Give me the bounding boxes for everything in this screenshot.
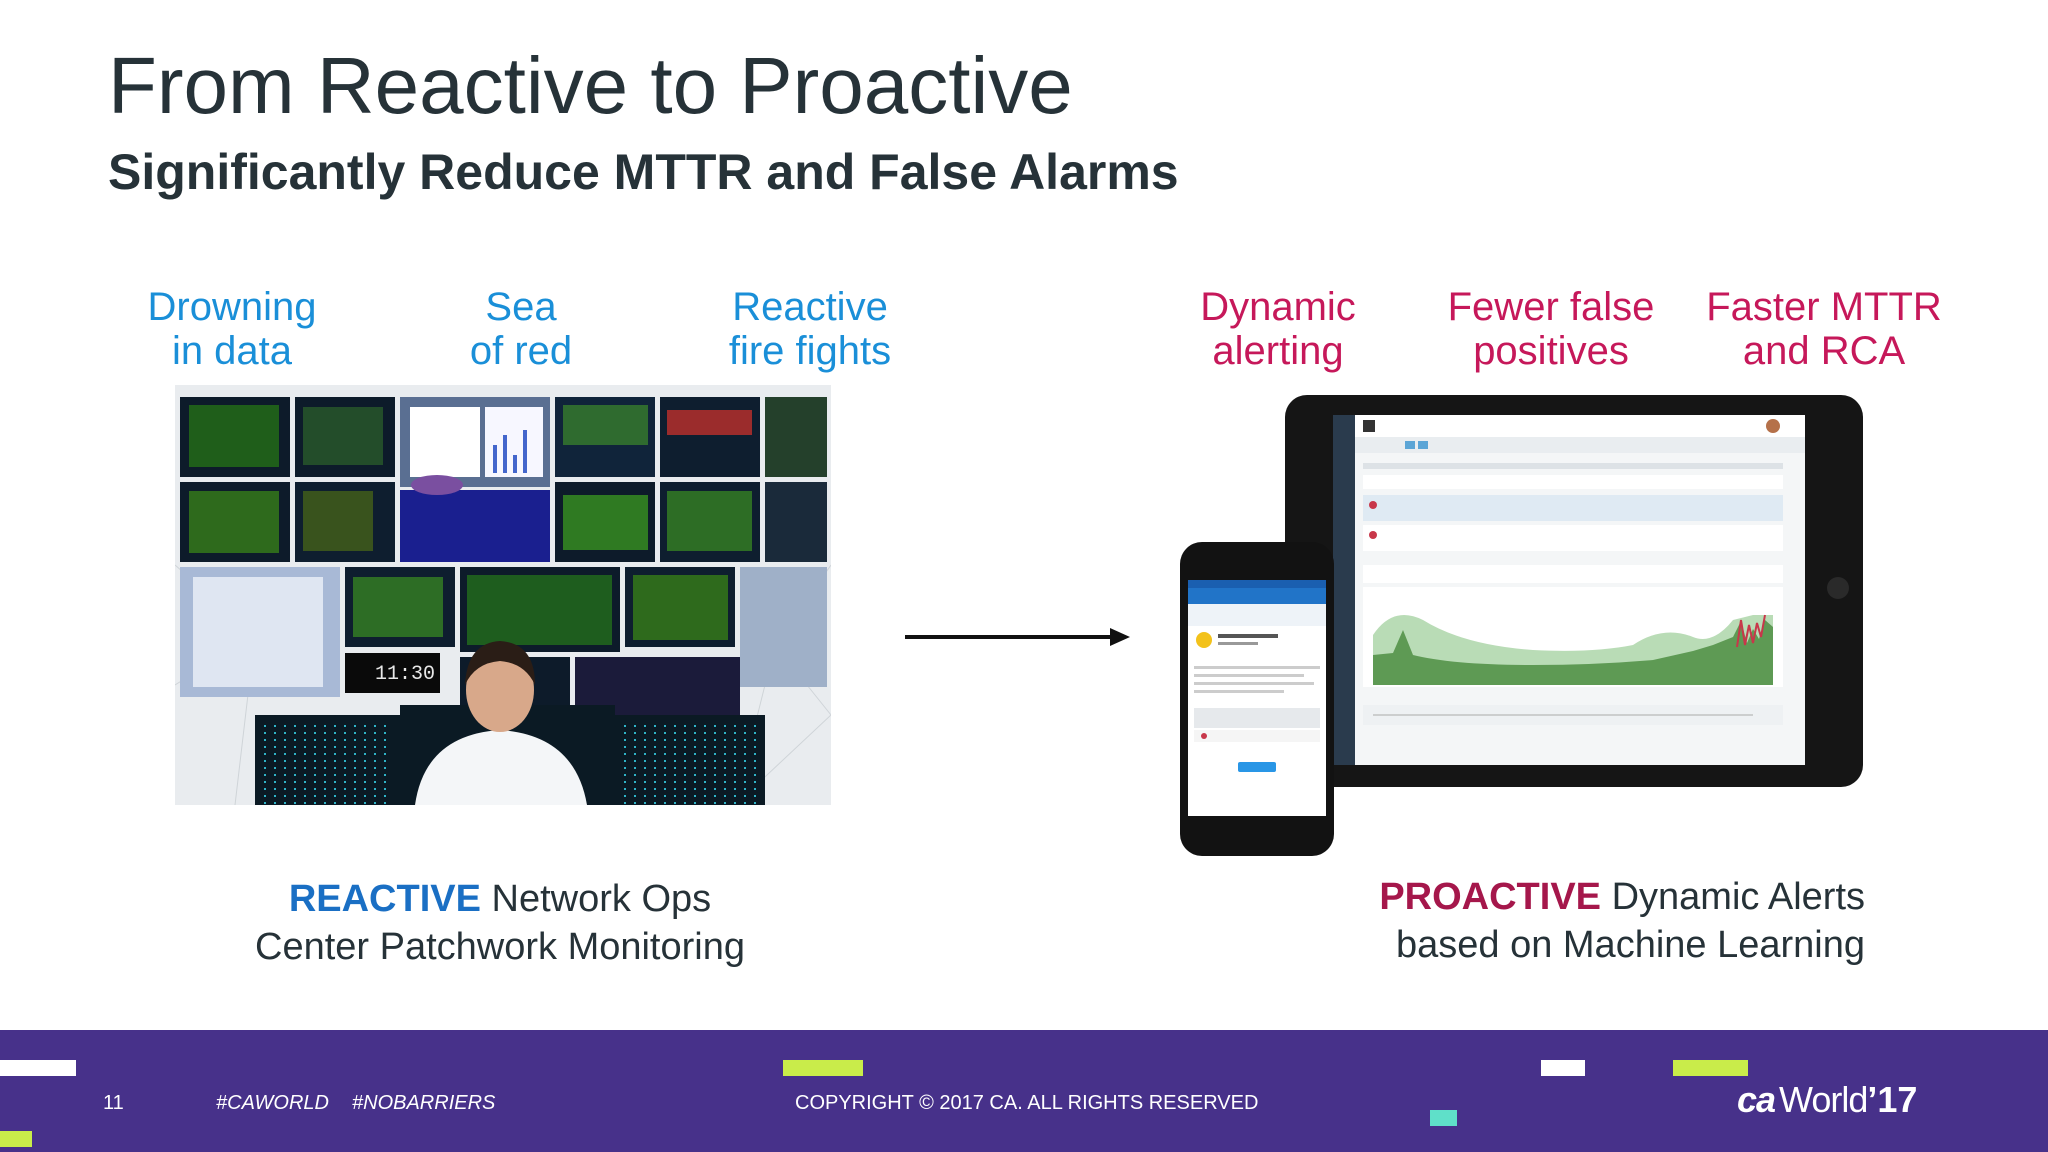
slide-footer: 11 #CAWORLD #NOBARRIERS COPYRIGHT © 2017… (0, 1030, 2048, 1152)
slide-subtitle: Significantly Reduce MTTR and False Alar… (108, 144, 1179, 200)
arrow-right-icon (905, 628, 1130, 646)
footer-deco-white-right (1541, 1060, 1585, 1076)
footer-deco-white-left (0, 1060, 76, 1076)
proactive-caption: PROACTIVE Dynamic Alerts based on Machin… (1305, 873, 1865, 969)
tablet-device (1285, 395, 1863, 787)
copyright-text: COPYRIGHT © 2017 CA. ALL RIGHTS RESERVED (795, 1092, 1259, 1114)
page-number: 11 (103, 1092, 124, 1114)
reactive-caption-line2: Center Patchwork Monitoring (255, 926, 745, 968)
reactive-caption: REACTIVE Network Ops Center Patchwork Mo… (235, 875, 765, 971)
phone-alert-screen (1188, 580, 1326, 816)
reactive-caption-rest: Network Ops (491, 878, 712, 920)
footer-deco-lime-left (0, 1131, 32, 1147)
proactive-caption-rest: Dynamic Alerts (1611, 876, 1865, 918)
footer-deco-lime-center (783, 1060, 863, 1076)
footer-deco-teal (1430, 1110, 1457, 1126)
tablet-home-button (1827, 577, 1849, 599)
footer-deco-lime-right (1673, 1060, 1748, 1076)
slide-title: From Reactive to Proactive (108, 41, 1073, 130)
clock-readout: 11:30 (375, 663, 435, 686)
hashtag-caworld: #CAWORLD (216, 1092, 329, 1114)
noc-monitoring-image: 11:30 (175, 385, 831, 805)
phone-device (1180, 542, 1334, 856)
tablet-dashboard-screen (1333, 415, 1805, 765)
proactive-caption-line2: based on Machine Learning (1395, 924, 1865, 966)
reactive-caption-bold: REACTIVE (288, 878, 481, 920)
hashtag-nobarriers: #NOBARRIERS (352, 1092, 496, 1114)
proactive-caption-bold: PROACTIVE (1379, 876, 1602, 918)
